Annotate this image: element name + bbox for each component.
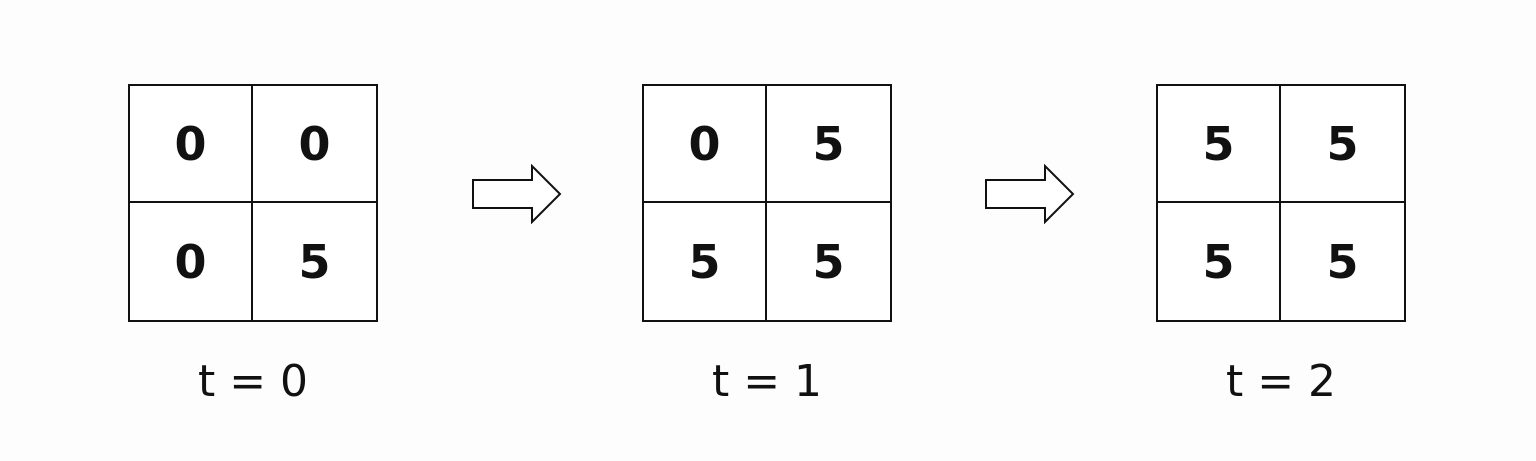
grid-t2: 5 5 5 5: [1156, 84, 1406, 322]
grid-t1: 0 5 5 5: [642, 84, 892, 322]
cell: 5: [1158, 86, 1281, 203]
cell: 0: [130, 203, 253, 320]
right-arrow-icon: [472, 164, 562, 224]
cell: 5: [1281, 86, 1404, 203]
cell: 5: [767, 86, 890, 203]
cell: 5: [644, 203, 767, 320]
cell: 0: [130, 86, 253, 203]
cell: 5: [1326, 234, 1359, 289]
grid-t0: 0 0 0 5: [128, 84, 378, 322]
time-label: t = 2: [1225, 356, 1337, 407]
cell: 5: [298, 234, 331, 289]
time-label: t = 0: [197, 356, 309, 407]
cell: 0: [253, 86, 376, 203]
right-arrow-icon: [985, 164, 1075, 224]
cell: 5: [812, 234, 845, 289]
cell: 5: [1158, 203, 1281, 320]
time-label: t = 1: [711, 356, 823, 407]
cell: 0: [644, 86, 767, 203]
